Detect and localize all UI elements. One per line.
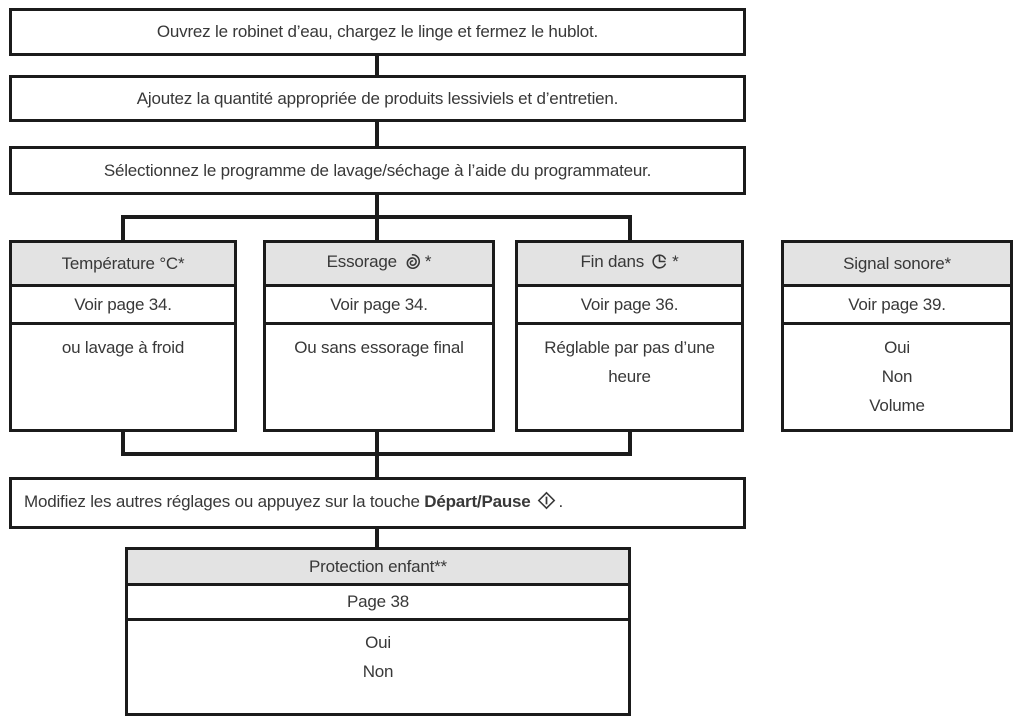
depart-pause-label: Départ/Pause xyxy=(424,492,531,511)
child-lock-title: Protection enfant** xyxy=(309,556,447,576)
step-text: Sélectionnez le programme de lavage/séch… xyxy=(103,160,652,180)
connector-line xyxy=(375,56,379,75)
option-title: Température °C* xyxy=(61,253,185,273)
connector-line xyxy=(121,432,125,454)
start-pause-icon xyxy=(536,490,557,516)
page-ref-text: Voir page 34. xyxy=(330,294,428,314)
option-column-temperature: Température °C* Voir page 34. ou lavage … xyxy=(9,240,237,432)
option-column-essorage: Essorage* Voir page 34. Ou sans essorage… xyxy=(263,240,495,432)
step-box-open-tap: Ouvrez le robinet d’eau, chargez le ling… xyxy=(9,8,746,56)
page-ref-row: Voir page 34. xyxy=(12,287,234,325)
option-title: Essorage* xyxy=(327,252,432,276)
connector-line xyxy=(375,529,379,547)
page-ref-row: Page 38 xyxy=(128,586,628,621)
connector-line xyxy=(375,122,379,146)
step-text: Ajoutez la quantité appropriée de produi… xyxy=(136,88,619,108)
option-title: Fin dans* xyxy=(580,252,678,276)
connector-line xyxy=(121,215,125,240)
child-lock-box: Protection enfant** Page 38 Oui Non xyxy=(125,547,631,716)
child-lock-body-line: Non xyxy=(362,662,394,681)
connector-line xyxy=(121,215,632,219)
action-box: Modifiez les autres réglages ou appuyez … xyxy=(9,477,746,529)
page-ref-text: Voir page 34. xyxy=(74,294,172,314)
option-star: * xyxy=(672,251,679,271)
option-star: * xyxy=(178,253,185,273)
option-body-line: Oui xyxy=(884,338,910,357)
page-ref-row: Voir page 36. xyxy=(518,287,741,325)
spin-icon xyxy=(403,252,422,276)
option-title: Signal sonore* xyxy=(843,253,951,273)
child-lock-body-line: Oui xyxy=(365,633,391,652)
child-lock-body: Oui Non xyxy=(128,621,628,713)
step-box-select-program: Sélectionnez le programme de lavage/séch… xyxy=(9,146,746,195)
step-text: Ouvrez le robinet d’eau, chargez le ling… xyxy=(156,22,599,41)
connector-line xyxy=(628,215,632,240)
option-body: Réglable par pas d’une heure xyxy=(518,325,741,429)
action-text: Modifiez les autres réglages ou appuyez … xyxy=(24,490,563,516)
option-body-line: ou lavage à froid xyxy=(61,338,185,357)
option-body-line: Réglable par pas d’une heure xyxy=(544,338,715,386)
option-star: * xyxy=(424,251,432,271)
option-star: * xyxy=(944,253,951,273)
option-column-fin-dans: Fin dans* Voir page 36. Réglable par pas… xyxy=(515,240,744,432)
child-lock-header: Protection enfant** xyxy=(128,550,628,586)
page-ref-text: Voir page 39. xyxy=(848,294,946,314)
page-ref-row: Voir page 34. xyxy=(266,287,492,325)
page-ref-text: Voir page 36. xyxy=(580,294,679,314)
option-column-signal-sonore: Signal sonore* Voir page 39. Oui Non Vol… xyxy=(781,240,1013,432)
clock-icon xyxy=(650,252,669,276)
option-body: Ou sans essorage final xyxy=(266,325,492,429)
option-body: ou lavage à froid xyxy=(12,325,234,429)
connector-line xyxy=(375,432,379,477)
option-body-line: Volume xyxy=(869,396,925,415)
option-header: Essorage* xyxy=(266,243,492,287)
option-header: Température °C* xyxy=(12,243,234,287)
connector-line xyxy=(628,432,632,454)
step-box-add-detergent: Ajoutez la quantité appropriée de produi… xyxy=(9,75,746,122)
option-body-line: Non xyxy=(881,367,913,386)
page-ref-row: Voir page 39. xyxy=(784,287,1010,325)
page-ref-text: Page 38 xyxy=(347,592,409,611)
option-body: Oui Non Volume xyxy=(784,325,1010,429)
option-header: Signal sonore* xyxy=(784,243,1010,287)
option-header: Fin dans* xyxy=(518,243,741,287)
option-body-line: Ou sans essorage final xyxy=(294,338,464,357)
